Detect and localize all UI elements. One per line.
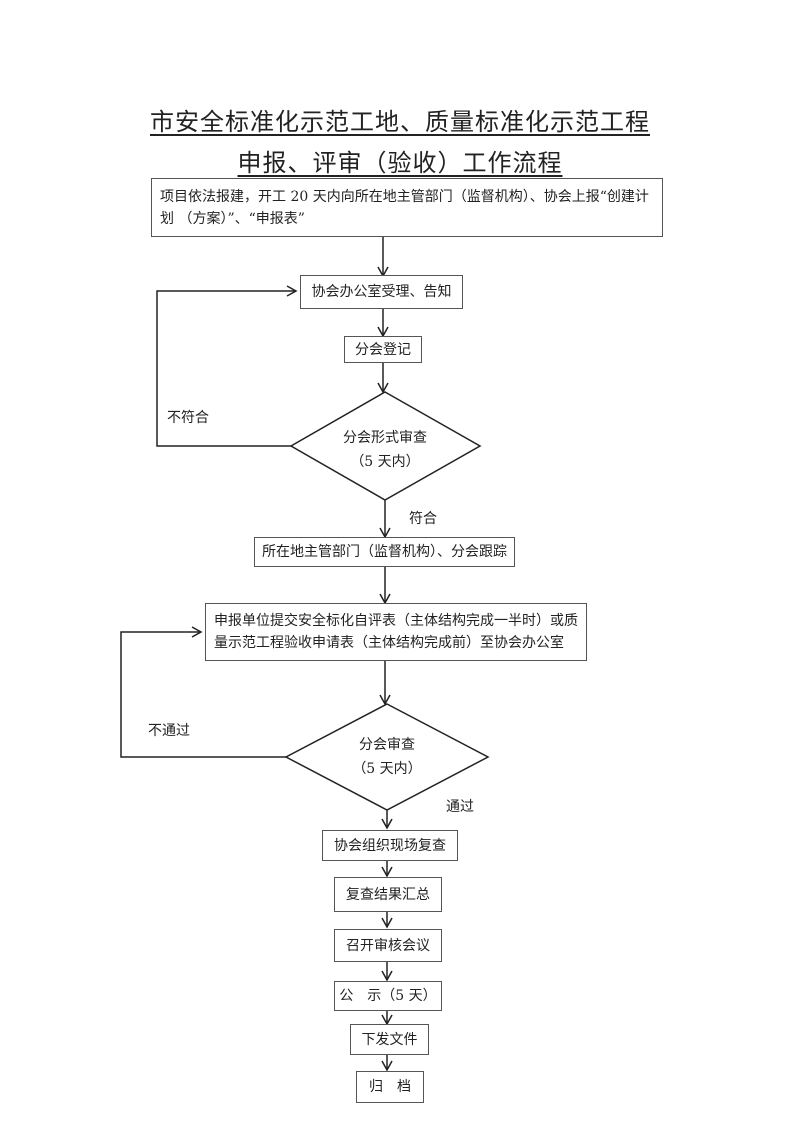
step-office-acceptance: 协会办公室受理、告知 [300, 275, 463, 309]
step-public-notice: 公 示（5 天） [334, 981, 442, 1011]
step-submit-self-evaluation: 申报单位提交安全标化自评表（主体结构完成一半时）或质量示范工程验收申请表（主体结… [205, 603, 587, 661]
step-result-summary: 复查结果汇总 [334, 877, 442, 912]
label-not-pass: 不通过 [148, 723, 190, 739]
decision-d2-text: 分会审查 （5 天内） [352, 737, 422, 777]
label-pass: 通过 [446, 799, 474, 815]
label-not-conform: 不符合 [167, 410, 209, 426]
loop-d1-not-conform [156, 285, 298, 447]
decision-d2-shape [284, 703, 490, 811]
step-review-meeting: 召开审核会议 [334, 929, 442, 962]
title-line-1: 市安全标准化示范工地、质量标准化示范工程 [150, 108, 650, 136]
decision-d1-text: 分会形式审查 （5 天内） [343, 430, 427, 470]
step-project-application: 项目依法报建，开工 20 天内向所在地主管部门（监督机构）、协会上报“创建计划 … [151, 178, 663, 237]
decision-d1-shape [289, 391, 482, 501]
title-line-2: 申报、评审（验收）工作流程 [237, 149, 563, 177]
step-branch-registration: 分会登记 [344, 336, 422, 363]
step-issue-document: 下发文件 [350, 1024, 429, 1055]
step-tracking: 所在地主管部门（监督机构）、分会跟踪 [254, 537, 515, 567]
label-conform: 符合 [409, 511, 437, 527]
step-site-review: 协会组织现场复查 [322, 830, 458, 861]
loop-d2-not-pass [120, 626, 286, 758]
step-archive: 归 档 [356, 1071, 424, 1103]
